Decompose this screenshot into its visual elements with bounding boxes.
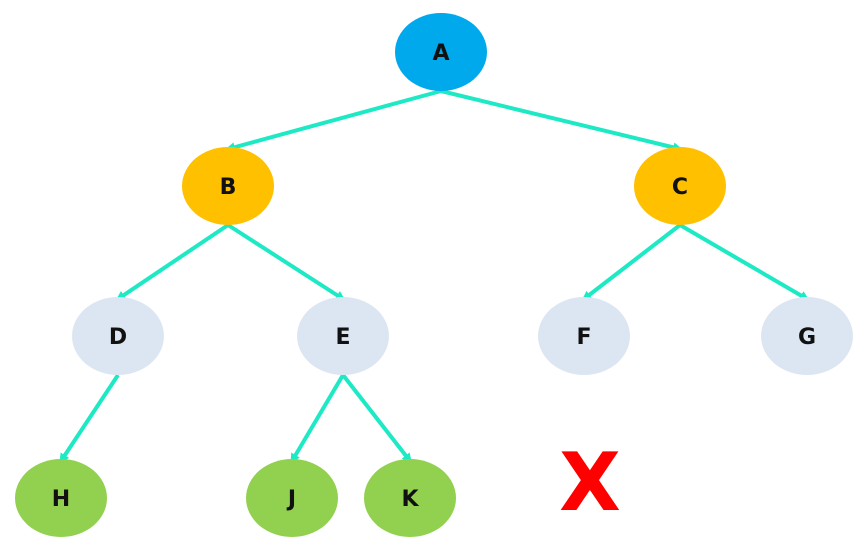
node-ellipse-f xyxy=(538,297,630,375)
node-ellipse-e xyxy=(297,297,389,375)
node-ellipse-h xyxy=(15,459,107,537)
node-label-b: B xyxy=(220,175,237,200)
edge-b-to-e xyxy=(226,223,346,301)
tree-node-k: K xyxy=(364,459,456,537)
edge-e-to-k xyxy=(341,373,412,464)
tree-node-a: A xyxy=(395,13,487,91)
node-label-g: G xyxy=(798,325,816,350)
missing-node-x-mark: X xyxy=(559,436,621,529)
node-label-f: F xyxy=(576,325,591,350)
node-ellipse-b xyxy=(182,147,274,225)
node-ellipse-g xyxy=(761,297,853,375)
tree-node-h: H xyxy=(15,459,107,537)
node-ellipse-d xyxy=(72,297,164,375)
node-ellipse-c xyxy=(634,147,726,225)
edge-e-to-j xyxy=(290,373,345,464)
edge-c-to-g xyxy=(678,223,810,301)
node-label-e: E xyxy=(335,325,350,350)
node-label-d: D xyxy=(109,325,127,350)
tree-node-e: E xyxy=(297,297,389,375)
node-label-k: K xyxy=(401,487,419,512)
tree-node-j: J xyxy=(246,459,338,537)
edge-c-to-f xyxy=(581,223,682,301)
tree-node-b: B xyxy=(182,147,274,225)
tree-node-g: G xyxy=(761,297,853,375)
edge-b-to-d xyxy=(115,223,230,301)
edge-a-to-c xyxy=(440,89,683,153)
tree-node-c: C xyxy=(634,147,726,225)
node-label-j: J xyxy=(286,487,296,512)
node-label-a: A xyxy=(432,41,449,66)
edge-a-to-b xyxy=(225,89,442,152)
node-ellipse-k xyxy=(364,459,456,537)
node-ellipse-a xyxy=(395,13,487,91)
tree-node-f: F xyxy=(538,297,630,375)
node-label-h: H xyxy=(52,487,70,512)
nodes-layer: A B C D E F G H J K xyxy=(15,13,853,537)
node-label-c: C xyxy=(672,175,688,200)
edges-layer xyxy=(59,89,810,464)
tree-node-d: D xyxy=(72,297,164,375)
node-ellipse-j xyxy=(246,459,338,537)
edge-d-to-h xyxy=(59,373,120,464)
